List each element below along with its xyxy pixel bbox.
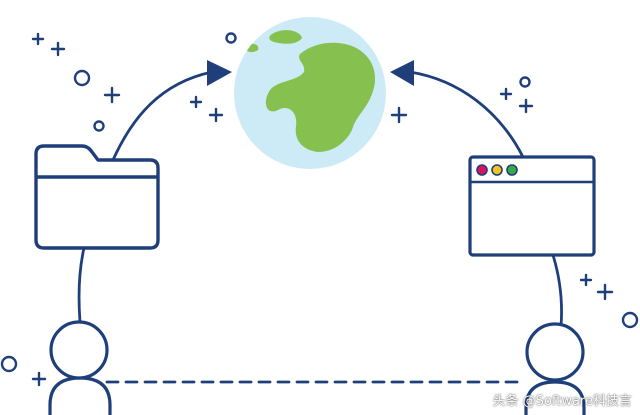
plus-sparkle-icon xyxy=(50,41,66,57)
plus-sparkle-icon xyxy=(390,106,408,124)
circle-sparkle-icon xyxy=(0,355,18,373)
plus-sparkle-icon xyxy=(518,98,534,114)
user-right-to-browser-line xyxy=(551,253,564,328)
plus-sparkle-icon xyxy=(103,86,121,104)
arrowhead-left-icon xyxy=(390,60,414,86)
arrowhead-right-icon xyxy=(207,60,232,86)
circle-sparkle-icon xyxy=(519,76,531,88)
circle-sparkle-icon xyxy=(93,120,105,132)
browser-window-icon xyxy=(468,155,596,257)
plus-sparkle-icon xyxy=(499,87,513,101)
user-left-icon xyxy=(48,320,112,415)
circle-sparkle-icon xyxy=(73,69,91,87)
circle-sparkle-icon xyxy=(621,311,639,329)
browser-to-globe-arrow-line xyxy=(408,70,525,159)
watermark-text: 头条 @Software科技言 xyxy=(492,394,632,409)
minimize-dot-icon xyxy=(491,164,503,176)
user-left-to-folder-line xyxy=(77,246,86,324)
sparkles xyxy=(0,32,639,387)
plus-sparkle-icon xyxy=(596,283,614,301)
plus-sparkle-icon xyxy=(31,371,47,387)
plus-sparkle-icon xyxy=(579,273,593,287)
user-right-icon xyxy=(524,322,586,415)
plus-sparkle-icon xyxy=(189,95,203,109)
circle-sparkle-icon xyxy=(225,32,237,44)
maximize-dot-icon xyxy=(506,164,518,176)
folder-icon xyxy=(34,144,160,250)
folder-to-globe-arrow-line xyxy=(111,70,214,162)
plus-sparkle-icon xyxy=(208,107,224,123)
plus-sparkle-icon xyxy=(31,32,45,46)
close-dot-icon xyxy=(476,164,488,176)
connectors xyxy=(77,70,564,384)
globe-icon xyxy=(234,17,386,169)
